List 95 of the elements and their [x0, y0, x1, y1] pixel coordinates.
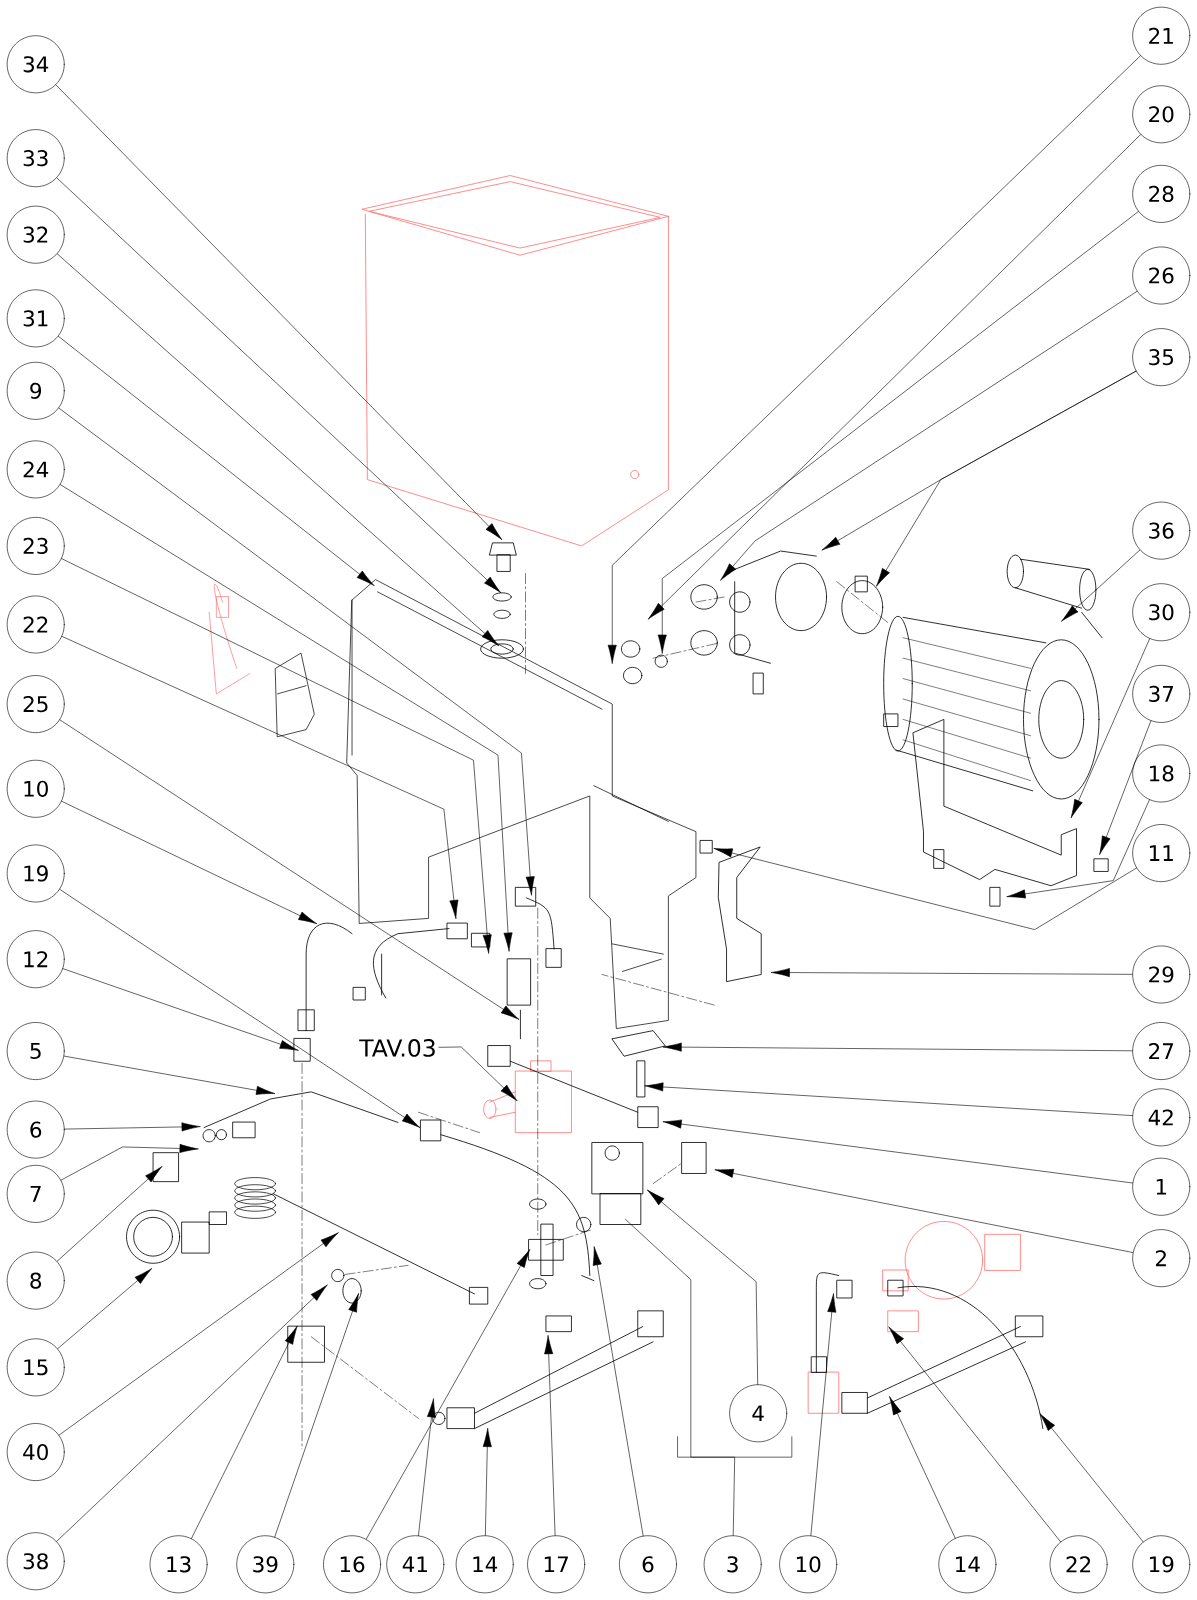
leader-line — [64, 1122, 201, 1132]
callout-number: 38 — [6, 1532, 65, 1591]
leader-line — [63, 1055, 275, 1095]
callout-number: 1 — [1132, 1157, 1191, 1216]
callout-number: 32 — [6, 205, 65, 264]
leader-line — [648, 134, 1141, 620]
callout-number: 26 — [1132, 246, 1191, 305]
callout-number: 17 — [527, 1535, 586, 1594]
callout-number: 19 — [6, 844, 65, 903]
leader-line — [57, 1268, 152, 1349]
leader-line — [191, 1326, 298, 1539]
leader-line — [663, 1042, 1133, 1052]
leader-line — [1006, 799, 1150, 899]
leader-line — [1061, 549, 1141, 622]
part-label: TAV.03 — [357, 1037, 439, 1059]
callout-number: 23 — [6, 517, 65, 575]
callout-number: 5 — [6, 1022, 65, 1080]
leader-line — [1099, 720, 1152, 855]
leader-line — [810, 1293, 837, 1536]
leader-line — [1070, 638, 1150, 818]
leader-line — [482, 1428, 492, 1536]
callout-number: 22 — [1049, 1535, 1108, 1594]
callout-number: 20 — [1132, 85, 1191, 144]
leader-line — [438, 1046, 518, 1101]
leader-line — [61, 636, 459, 919]
leader-line — [625, 1219, 736, 1536]
callout-number: 16 — [323, 1535, 381, 1594]
callout-number: 3 — [703, 1535, 762, 1594]
callout-number: 14 — [938, 1535, 997, 1594]
callout-number: 34 — [6, 35, 65, 94]
leader-line — [607, 55, 1141, 664]
leader-line — [365, 1249, 530, 1540]
callout-number: 9 — [6, 361, 65, 420]
leader-line — [60, 484, 513, 952]
callout-number: 41 — [386, 1535, 445, 1594]
callout-number: 40 — [6, 1423, 65, 1481]
callout-number: 8 — [6, 1251, 65, 1310]
leader-line — [61, 558, 492, 954]
leader-line — [715, 1168, 1134, 1253]
callout-number: 18 — [1132, 744, 1191, 803]
leader-line — [647, 1189, 759, 1385]
callout-number: 35 — [1132, 328, 1191, 387]
leader-line — [418, 1398, 436, 1536]
leader-line — [55, 84, 502, 540]
leader-line — [62, 968, 299, 1051]
callout-number: 37 — [1132, 665, 1191, 723]
leader-line — [59, 719, 520, 1020]
callout-number: 15 — [6, 1338, 65, 1397]
callout-number: 25 — [6, 675, 65, 733]
leader-line — [644, 1082, 1133, 1116]
leader-line — [56, 1284, 328, 1542]
callout-number: 31 — [6, 289, 65, 348]
callout-number: 33 — [6, 129, 65, 188]
leader-line — [56, 1166, 163, 1262]
callout-number: 12 — [6, 930, 65, 989]
callout-number: 10 — [779, 1535, 838, 1594]
leader-line — [58, 335, 375, 586]
callout-number: 21 — [1132, 6, 1191, 65]
callout-number: 6 — [6, 1100, 65, 1159]
leader-line — [876, 370, 1137, 587]
leader-line — [663, 1119, 1133, 1184]
leader-line — [544, 1335, 556, 1536]
callout-number: 13 — [149, 1535, 208, 1594]
callout-number: 36 — [1132, 501, 1191, 560]
callout-number: 6 — [619, 1535, 677, 1594]
leader-line — [59, 889, 421, 1128]
leader-line — [713, 848, 1137, 930]
leader-line — [592, 1246, 644, 1537]
leader-line — [61, 800, 317, 924]
leader-line — [720, 291, 1138, 581]
leader-line — [60, 1144, 199, 1181]
callout-number: 39 — [236, 1535, 295, 1594]
leader-line — [58, 407, 535, 896]
callout-number: 28 — [1132, 165, 1191, 223]
leader-line — [889, 1396, 956, 1539]
leader-line — [888, 1326, 1061, 1543]
leader-line — [1039, 1413, 1144, 1543]
leader-line — [58, 1232, 339, 1436]
leader-line — [274, 1293, 359, 1538]
callout-number: 4 — [729, 1384, 788, 1443]
callout-number: 24 — [6, 440, 65, 499]
callout-number: 7 — [6, 1165, 65, 1223]
callout-number: 42 — [1132, 1088, 1191, 1147]
callout-number: 22 — [6, 595, 65, 654]
callout-number: 10 — [6, 759, 65, 818]
callout-number: 29 — [1132, 945, 1191, 1004]
callout-number: 19 — [1132, 1535, 1191, 1594]
callout-number: 27 — [1132, 1022, 1191, 1080]
leader-line — [657, 211, 1139, 654]
leader-line — [57, 253, 499, 646]
leader-line — [56, 177, 501, 593]
callout-number: 30 — [1132, 583, 1191, 642]
callout-number: 11 — [1132, 824, 1191, 882]
callout-number: 2 — [1132, 1229, 1191, 1288]
callout-number: 14 — [455, 1535, 514, 1594]
